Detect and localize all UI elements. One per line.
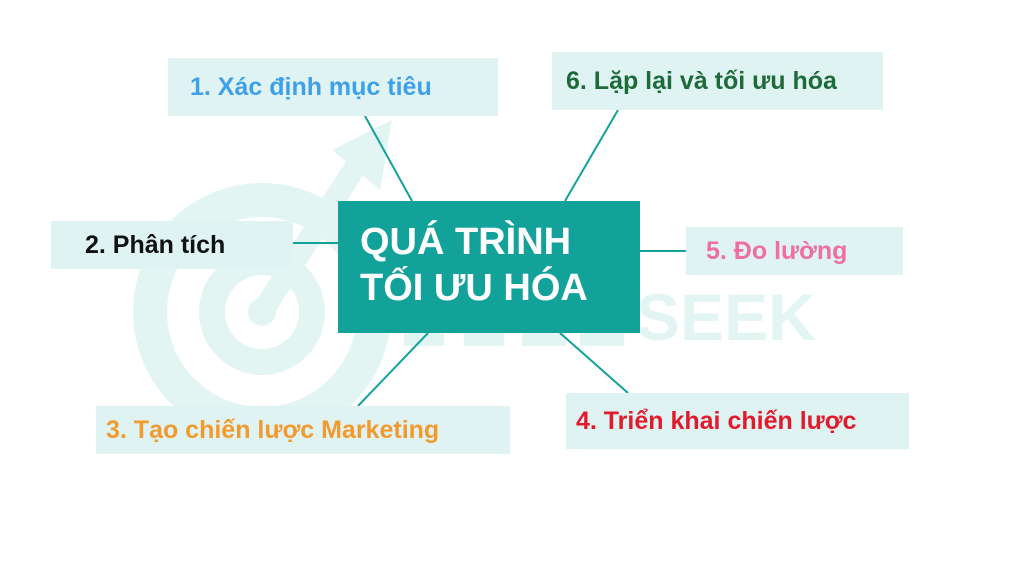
node-step4-label: 4. Triển khai chiến lược: [576, 406, 857, 435]
node-step2-label: 2. Phân tích: [85, 230, 226, 259]
connector-step4: [559, 332, 629, 394]
watermark-text: SEEK: [636, 280, 816, 354]
node-step3: 3. Tạo chiến lược Marketing: [96, 406, 510, 454]
node-step1: 1. Xác định mục tiêu: [168, 58, 498, 116]
node-step1-label: 1. Xác định mục tiêu: [190, 72, 432, 101]
center-title-line2: TỐI ƯU HÓA: [360, 267, 588, 309]
node-step6: 6. Lặp lại và tối ưu hóa: [552, 52, 883, 110]
connector-step1: [364, 115, 413, 202]
node-step4: 4. Triển khai chiến lược: [566, 393, 909, 449]
node-step5-label: 5. Đo lường: [706, 236, 848, 265]
connector-step3: [357, 332, 429, 407]
node-step3-label: 3. Tạo chiến lược Marketing: [106, 415, 440, 444]
connector-step6: [564, 109, 619, 202]
node-step5: 5. Đo lường: [686, 227, 903, 275]
center-title-line1: QUÁ TRÌNH: [360, 221, 572, 263]
node-step2: 2. Phân tích: [51, 221, 293, 269]
node-step6-label: 6. Lặp lại và tối ưu hóa: [566, 66, 837, 95]
center-node: QUÁ TRÌNH TỐI ƯU HÓA: [338, 201, 640, 333]
